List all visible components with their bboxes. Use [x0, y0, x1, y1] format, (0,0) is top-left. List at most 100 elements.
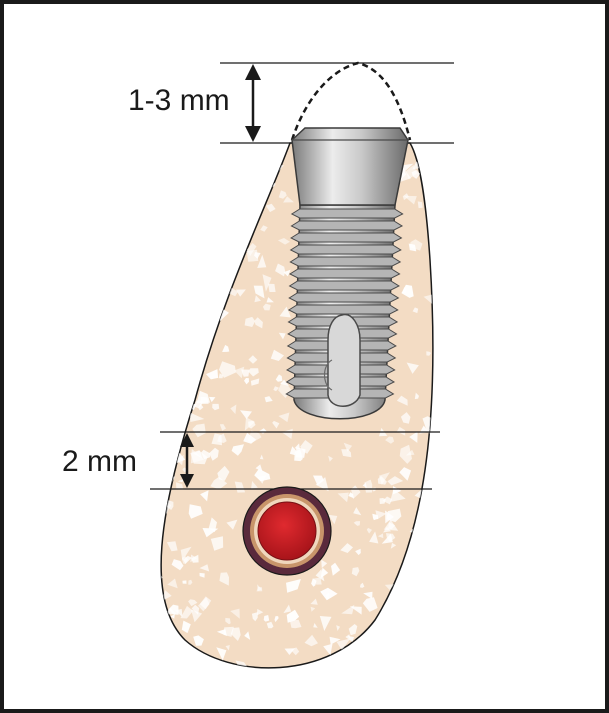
- trabecular-pore: [385, 436, 395, 444]
- trabecular-pore: [230, 404, 237, 415]
- trabecular-pore: [362, 597, 378, 612]
- trabecular-pore: [210, 476, 228, 490]
- trabecular-pore: [359, 582, 365, 588]
- trabecular-pore: [244, 631, 251, 640]
- trabecular-pore: [275, 374, 283, 382]
- trabecular-pore: [401, 284, 414, 298]
- trabecular-pore: [283, 269, 291, 277]
- trabecular-pore: [272, 420, 280, 429]
- trabecular-pore: [390, 542, 397, 549]
- trabecular-pore: [231, 444, 244, 456]
- trabecular-pore: [182, 467, 189, 473]
- trabecular-pore: [283, 196, 294, 203]
- trabecular-pore: [198, 597, 210, 612]
- trabecular-pore: [244, 316, 256, 327]
- trabecular-pore: [206, 369, 219, 380]
- trabecular-pore: [414, 489, 423, 499]
- trabecular-pore: [328, 455, 333, 462]
- trabecular-pore: [219, 361, 236, 378]
- trabecular-pore: [336, 638, 351, 651]
- trabecular-pore: [313, 577, 322, 585]
- trabecular-pore: [349, 606, 362, 615]
- trabecular-pore: [216, 647, 227, 661]
- trabecular-pore: [199, 572, 205, 578]
- trabecular-pore: [230, 608, 240, 619]
- trabecular-pore: [278, 332, 286, 340]
- trabecular-pore: [255, 464, 263, 472]
- trabecular-pore: [180, 605, 194, 619]
- trabecular-pore: [315, 477, 329, 492]
- trabecular-pore: [182, 580, 187, 584]
- trabecular-pore: [278, 412, 290, 423]
- trabecular-pore: [311, 578, 317, 587]
- trabecular-pore: [409, 431, 418, 443]
- trabecular-pore: [412, 307, 419, 314]
- trabecular-pore: [198, 403, 204, 411]
- trabecular-pore: [219, 424, 226, 431]
- trabecular-pore: [170, 614, 175, 619]
- trabecular-pore: [289, 446, 297, 456]
- trabecular-pore: [387, 476, 404, 486]
- trabecular-pore: [313, 475, 324, 486]
- trabecular-pore: [200, 490, 209, 502]
- trabecular-pore: [355, 548, 361, 556]
- trabecular-pore: [200, 396, 209, 404]
- trabecular-pore: [212, 403, 220, 411]
- trabecular-pore: [188, 504, 203, 519]
- trabecular-pore: [259, 454, 264, 460]
- trabecular-pore: [234, 481, 246, 493]
- trabecular-pore: [328, 514, 338, 525]
- trabecular-pore: [251, 481, 258, 489]
- trabecular-pore: [265, 203, 276, 213]
- implant-thread: [288, 268, 401, 279]
- implant-thread: [290, 208, 404, 219]
- trabecular-pore: [325, 592, 330, 600]
- trabecular-pore: [290, 647, 300, 656]
- canal-clearance-label: 2 mm: [62, 445, 137, 478]
- trabecular-pore: [278, 190, 287, 199]
- double-arrow-icon: [245, 64, 261, 142]
- trabecular-pore: [345, 634, 352, 642]
- dental-implant: [285, 127, 409, 420]
- trabecular-pore: [336, 625, 341, 631]
- mandibular-canal: [242, 486, 332, 576]
- trabecular-pore: [400, 412, 411, 424]
- trabecular-pore: [216, 629, 227, 636]
- trabecular-pore: [217, 465, 230, 481]
- trabecular-pore: [386, 533, 396, 542]
- trabecular-pore: [225, 617, 231, 625]
- trabecular-pore: [280, 379, 289, 386]
- trabecular-pore: [277, 238, 290, 245]
- trabecular-pore: [315, 569, 325, 582]
- implant-thread: [290, 220, 404, 231]
- trabecular-pore: [166, 541, 178, 552]
- trabecular-pore: [250, 378, 260, 386]
- trabecular-pore: [260, 225, 268, 232]
- trabecular-pore: [181, 620, 191, 634]
- trabecular-pore: [347, 635, 355, 643]
- trabecular-pore: [337, 492, 349, 503]
- trabecular-pore: [274, 616, 279, 623]
- trabecular-pore: [375, 510, 387, 520]
- trabecular-pore: [256, 608, 264, 616]
- trabecular-pore: [190, 609, 203, 623]
- trabecular-pore: [402, 193, 409, 201]
- trabecular-pore: [177, 478, 184, 483]
- trabecular-pore: [251, 612, 258, 622]
- trabecular-pore: [254, 317, 263, 329]
- trabecular-pore: [390, 488, 406, 502]
- trabecular-pore: [244, 378, 249, 385]
- implant-thread: [287, 304, 399, 315]
- trabecular-pore: [331, 562, 341, 576]
- trabecular-pore: [363, 591, 373, 599]
- trabecular-pore: [348, 492, 354, 499]
- trabecular-pore: [246, 243, 257, 257]
- trabecular-pore: [266, 621, 274, 629]
- trabecular-pore: [396, 395, 408, 406]
- trabecular-pore: [353, 507, 362, 516]
- trabecular-pore: [396, 426, 406, 436]
- trabecular-pore: [257, 584, 262, 592]
- trabecular-pore: [248, 368, 259, 377]
- trabecular-pore: [351, 567, 360, 577]
